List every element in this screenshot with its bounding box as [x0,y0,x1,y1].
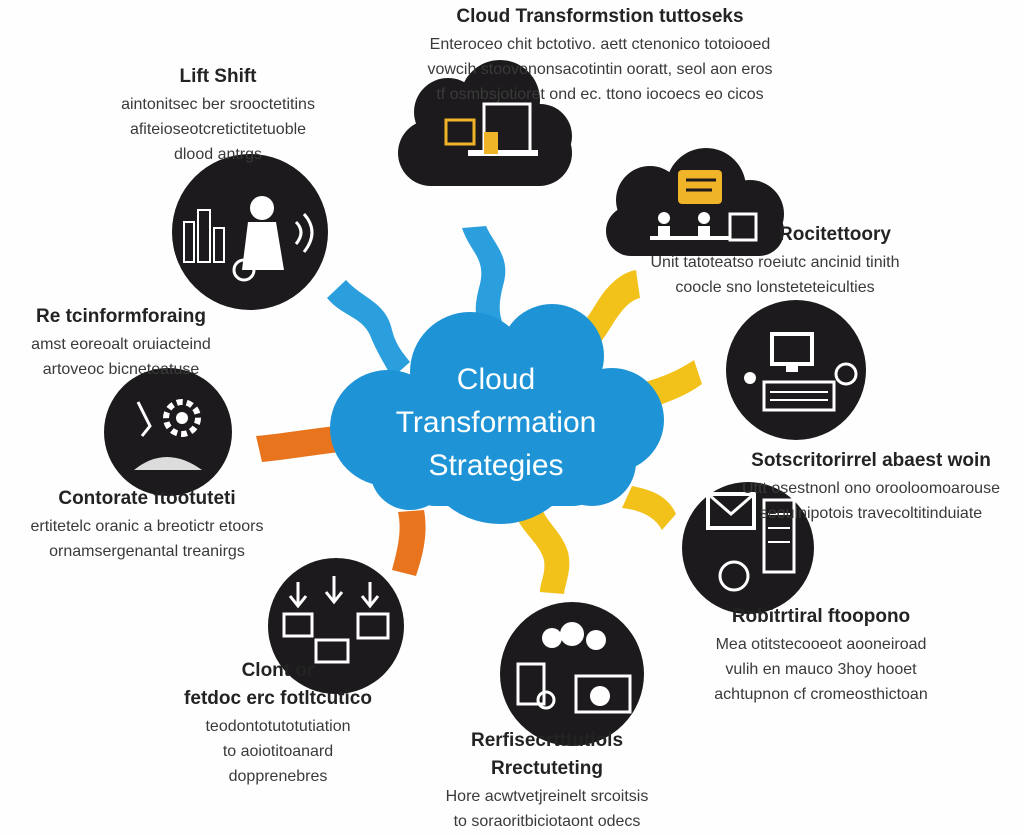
strategy-desc-line: achtupnon cf cromeosthictoan [714,686,928,703]
computer-monitor-icon [726,300,866,440]
strategy-subtitle: Rrectuteting [491,758,603,779]
strategy-desc-line: ornamsergenantal treanirgs [49,543,245,560]
strategy-title: Rocitettoory [779,224,891,245]
search-browser-icon [500,602,644,746]
strategy-desc-line: Uttt osestnonl ono orooloomoarouse [742,480,1000,497]
central-cloud [330,304,664,524]
strategy-title: Sotscritorirrel abaest woin [751,450,991,471]
arm-top [462,226,506,330]
strategy-desc-line: aintonitsec ber srooctetitins [121,96,315,113]
strategy-desc-line: dlood antrgs [173,146,263,163]
strategy-title: Lift Shift [179,66,257,87]
strategy-desc-line: artoveoc bicneteatuse [42,361,200,378]
center-title-line2: Transformation [395,406,597,439]
strategy-title: Cloud Transformstion tuttoseks [456,6,744,27]
arm-lower-right [622,486,676,530]
strategy-desc-line: ertitetelc oranic a breotictr etoors [30,518,264,535]
strategy-retransforming: Re tcinformforaing amst eoreoalt oruiact… [4,304,238,382]
strategy-desc-line: amst eoreoalt oruiacteind [31,336,211,353]
arm-bottom [516,508,570,594]
strategy-refactory: Rocitettoory Unit tatoteatso roeiutc anc… [636,222,914,300]
strategy-desc-line: seoulnipotois travecoltitinduiate [759,505,983,522]
strategy-desc-line: tf osmbsjotioret ond ec. ttono iocoecs e… [436,86,764,103]
city-person-icon [172,154,328,310]
center-title: Cloud Transformation Strategies [360,358,632,487]
strategy-desc-line: to aoiotitoanard [222,743,334,760]
gears-icon [104,368,232,496]
strategy-rebitrtiral: Robitrtiral ftoopono Mea otitstecooeot a… [690,604,952,707]
strategy-top: Cloud Transformstion tuttoseks Enteroceo… [392,4,808,107]
strategy-desc-line: Mea otitstecooeot aooneiroad [715,636,927,653]
arm-upper-left [327,280,410,378]
team-workshop-icon [606,148,784,256]
center-title-line1: Cloud [456,363,536,396]
strategy-desc-line: to soraoritbiciotaont odecs [453,813,641,830]
center-title-line3: Strategies [428,449,564,482]
strategy-desc-line: dopprenebres [228,768,328,785]
strategy-desc-line: vulih en mauco 3hoy hooet [725,661,917,678]
strategy-title: Contorate ftootuteti [58,488,236,509]
strategy-desc-line: teodontotutotutiation [205,718,351,735]
strategy-lift-shift: Lift Shift aintonitsec ber srooctetitins… [96,64,340,167]
strategy-sotscritorirrel: Sotscritorirrel abaest woin Uttt osestno… [726,448,1016,526]
strategy-desc-line: Hore acwtvetjreinelt srcoitsis [445,788,649,805]
strategy-title: Rerfisecrtttutiols [470,730,624,751]
strategy-desc-line: afiteioseotcretictitetuoble [129,121,307,138]
strategy-subtitle: fetdoc erc fotltcutico [184,688,372,709]
strategy-desc-line: vowcih stoovononsacotintin ooratt, seol … [427,61,773,78]
strategy-contorate: Contorate ftootuteti ertitetelc oranic a… [2,486,292,564]
strategy-rerfisecrtt: Rerfisecrtttutiols Rrectuteting Hore acw… [402,728,692,834]
arm-lower-left [392,510,426,576]
strategy-desc-line: Enteroceo chit bctotivo. aett ctenonico … [429,36,771,53]
strategy-title: Re tcinformforaing [36,306,206,327]
download-devices-icon [268,558,404,694]
email-server-icon [682,482,814,614]
strategy-clont: Clont or fetdoc erc fotltcutico teodonto… [168,658,388,789]
laptop-cloud-icon [398,60,572,186]
strategy-desc-line: coocle sno lonsteteteiculties [675,279,875,296]
strategy-title: Robitrtiral ftoopono [731,606,911,627]
strategy-desc-line: Unit tatoteatso roeiutc ancinid tinith [650,254,900,271]
strategy-title: Clont or [241,660,315,681]
arm-left [256,426,340,462]
